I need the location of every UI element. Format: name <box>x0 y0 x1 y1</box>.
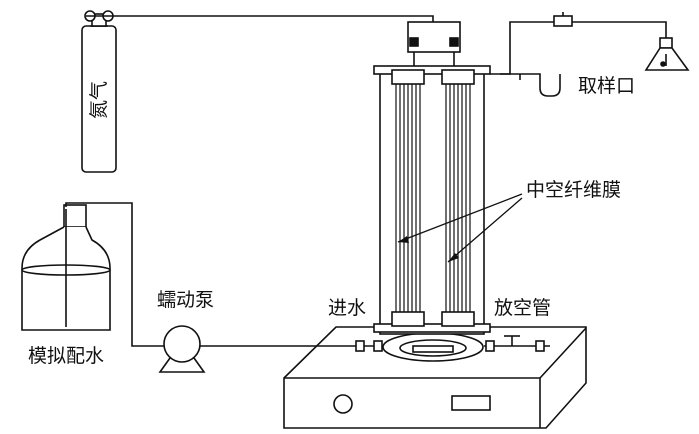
stirrer-knob <box>333 394 353 414</box>
gas-cylinder-label: 氮气 <box>88 81 110 119</box>
peristaltic-pump-label: 蠕动泵 <box>157 289 214 311</box>
membrane-module-right <box>441 69 475 327</box>
reactor-column <box>373 21 491 335</box>
vent-pipe <box>484 335 550 352</box>
simulated-water-bottle <box>21 204 111 331</box>
simulated-water-label: 模拟配水 <box>28 345 104 367</box>
magnetic-stirrer <box>283 326 587 429</box>
vent-pipe-label: 放空管 <box>494 297 551 319</box>
gas-supply-line <box>112 15 434 22</box>
sampling-port-label: 取样口 <box>578 75 635 97</box>
bottle-to-pump-tube <box>65 202 164 347</box>
peristaltic-pump <box>158 325 290 373</box>
sampling-line <box>490 12 667 97</box>
membrane-callout-arrows <box>397 193 523 263</box>
gas-cylinder <box>81 10 117 173</box>
stirrer-display <box>451 395 491 411</box>
collection-flask <box>644 37 690 71</box>
hollow-fiber-membrane-label: 中空纤维膜 <box>526 179 621 201</box>
inlet-line <box>290 340 383 352</box>
water-inlet-label: 进水 <box>328 297 366 319</box>
membrane-module-left <box>391 69 425 327</box>
